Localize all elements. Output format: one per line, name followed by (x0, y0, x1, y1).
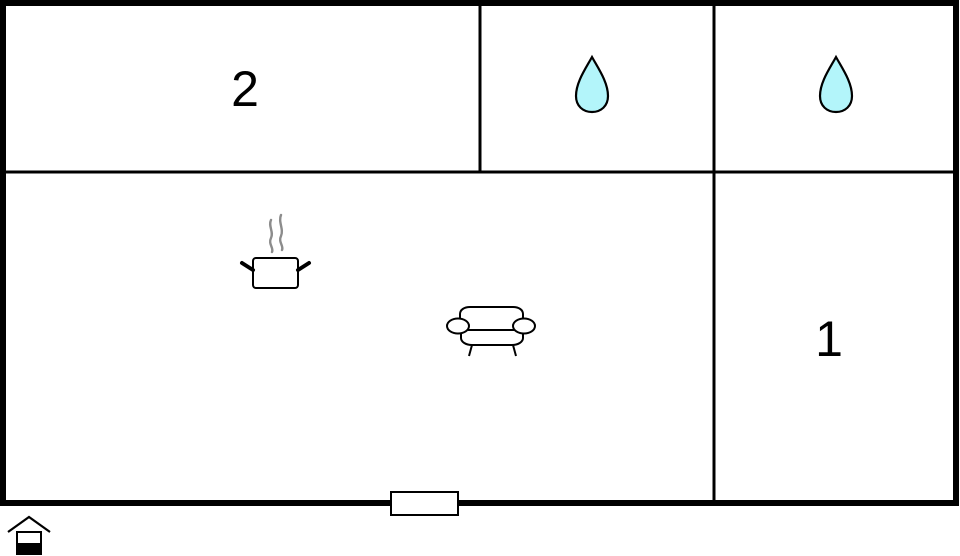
room-label-bedroom-1: 1 (815, 311, 843, 367)
water-drop-icon (818, 54, 854, 114)
room-bathroom-a[interactable] (482, 6, 712, 170)
entrance-house-icon (7, 515, 51, 555)
room-bathroom-b[interactable] (716, 6, 953, 170)
sofa-icon (446, 306, 536, 357)
entrance-door[interactable] (390, 491, 459, 516)
room-label-bedroom-2: 2 (231, 61, 259, 117)
water-drop-icon (574, 54, 610, 114)
room-living-kitchen[interactable] (6, 174, 712, 500)
cooking-pot-icon (240, 213, 311, 289)
